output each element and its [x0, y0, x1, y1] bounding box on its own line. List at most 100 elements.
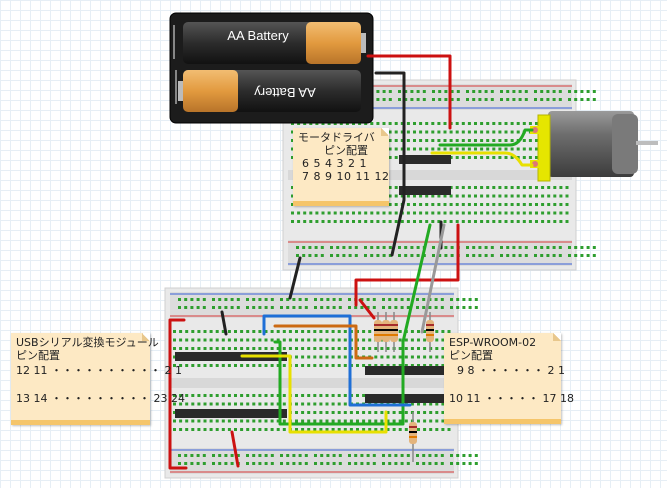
breadboard-hole	[184, 454, 188, 457]
breadboard-hole	[504, 203, 508, 206]
breadboard-hole	[215, 419, 219, 423]
breadboard-hole	[422, 90, 426, 93]
breadboard-hole	[546, 246, 550, 249]
breadboard-hole	[456, 90, 460, 93]
breadboard-hole	[314, 254, 318, 257]
breadboard-hole	[416, 90, 420, 93]
breadboard-hole	[374, 347, 378, 350]
breadboard-hole	[467, 194, 471, 198]
breadboard-hole	[307, 402, 311, 406]
breadboard-hole	[246, 338, 250, 342]
breadboard-hole	[252, 298, 256, 301]
breadboard-hole	[339, 220, 343, 223]
breadboard-hole	[388, 454, 392, 457]
breadboard-hole	[480, 122, 484, 125]
breadboard-hole	[518, 90, 522, 93]
breadboard-hole	[512, 254, 516, 257]
breadboard-hole	[343, 338, 347, 342]
motor-driver-subtitle: ピン配置	[324, 144, 368, 157]
breadboard-hole	[492, 194, 496, 198]
breadboard-hole	[437, 139, 441, 142]
breadboard-hole	[382, 254, 386, 257]
breadboard-hole	[252, 462, 256, 465]
breadboard-hole	[301, 402, 305, 406]
breadboard-hole	[331, 402, 335, 406]
breadboard-hole	[400, 220, 404, 223]
breadboard-hole	[534, 254, 537, 257]
breadboard-hole	[406, 306, 410, 309]
breadboard-hole	[398, 364, 402, 367]
breadboard-hole	[348, 246, 352, 249]
breadboard-hole	[435, 402, 439, 406]
breadboard-hole	[270, 394, 274, 397]
breadboard-hole	[292, 306, 296, 309]
breadboard-hole	[490, 254, 494, 257]
breadboard-hole	[291, 130, 294, 134]
breadboard-hole	[492, 147, 496, 151]
breadboard-hole	[360, 462, 364, 465]
motor-driver-pins-top: 6 5 4 3 2 1	[302, 157, 367, 170]
breadboard-hole	[574, 254, 578, 257]
breadboard-hole	[246, 364, 250, 367]
breadboard-hole	[282, 347, 286, 350]
breadboard-hole	[370, 122, 374, 125]
breadboard-hole	[592, 98, 596, 101]
breadboard-hole	[435, 338, 439, 342]
breadboard-hole	[203, 419, 207, 423]
breadboard-hole	[456, 306, 460, 309]
breadboard-hole	[432, 254, 435, 257]
breadboard-hole	[443, 130, 447, 134]
breadboard-hole	[432, 98, 435, 101]
breadboard-hole	[227, 402, 231, 406]
breadboard-hole	[352, 220, 355, 223]
breadboard-hole	[449, 156, 453, 159]
breadboard-hole	[203, 364, 207, 367]
breadboard-hole	[343, 411, 347, 414]
breadboard-hole	[203, 394, 207, 397]
breadboard-hole	[282, 419, 286, 423]
breadboard-hole	[376, 98, 380, 101]
breadboard-hole	[301, 394, 305, 397]
breadboard-hole	[559, 186, 563, 189]
breadboard-hole	[484, 254, 488, 257]
breadboard-hole	[586, 90, 590, 93]
breadboard-hole	[173, 402, 176, 406]
breadboard-hole	[366, 454, 370, 457]
breadboard-hole	[264, 330, 268, 333]
breadboard-hole	[417, 402, 420, 406]
breadboard-hole	[474, 139, 477, 142]
breadboard-hole	[388, 254, 392, 257]
breadboard-hole	[246, 454, 249, 457]
breadboard-hole	[202, 306, 206, 309]
breadboard-hole	[380, 347, 384, 350]
breadboard-hole	[535, 156, 538, 159]
breadboard-hole	[362, 411, 366, 414]
breadboard-hole	[292, 454, 296, 457]
breadboard-hole	[209, 428, 213, 431]
breadboard-hole	[506, 98, 510, 101]
breadboard-hole	[282, 394, 286, 397]
breadboard-hole	[185, 394, 189, 397]
breadboard-hole	[185, 364, 189, 367]
breadboard-hole	[467, 220, 471, 223]
breadboard-hole	[230, 306, 234, 309]
breadboard-hole	[196, 306, 200, 309]
breadboard-hole	[280, 462, 283, 465]
breadboard-hole	[541, 220, 545, 223]
breadboard-hole	[252, 330, 256, 333]
breadboard-hole	[540, 98, 544, 101]
breadboard-hole	[474, 298, 478, 301]
usb-serial-note: USBシリアル変換モジュール ピン配置 12 11 ・・・・・・・・・・ 2 1…	[11, 333, 185, 425]
breadboard-hole	[319, 330, 323, 333]
breadboard-hole	[435, 419, 439, 423]
breadboard-hole	[331, 419, 335, 423]
esp-wroom-subtitle: ピン配置	[449, 349, 493, 362]
breadboard-hole	[386, 364, 390, 367]
breadboard-hole	[374, 428, 378, 431]
breadboard-hole	[333, 220, 337, 223]
breadboard-hole	[461, 186, 465, 189]
breadboard-hole	[337, 355, 341, 359]
breadboard-hole	[191, 364, 195, 367]
breadboard-hole	[173, 355, 176, 359]
breadboard-hole	[246, 394, 250, 397]
